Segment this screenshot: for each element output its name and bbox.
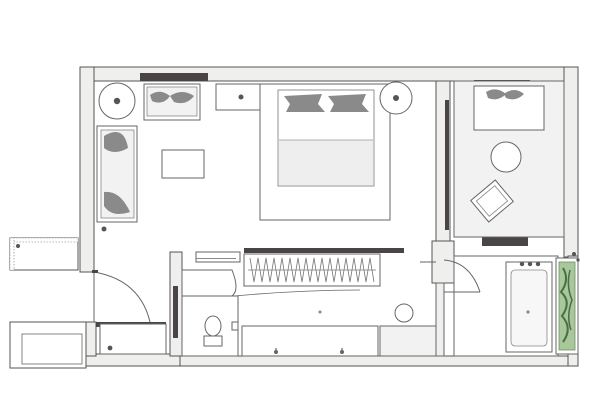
accent-wall-divider (445, 100, 449, 230)
misc-marks (196, 96, 247, 259)
bathroom (443, 255, 559, 357)
side-lamps (572, 252, 580, 262)
armchair (143, 83, 201, 121)
living-area (96, 82, 263, 232)
bathroom-arc (443, 259, 481, 293)
pillow-icon (150, 91, 170, 103)
tub-drain-icon (526, 310, 530, 314)
floor-drain-icon (318, 310, 322, 314)
bath-area (181, 261, 445, 357)
accent-top-left (140, 73, 208, 81)
sink-faucet-icon (340, 348, 344, 354)
corridor-curve (181, 269, 237, 297)
side-table-knob (238, 94, 244, 100)
bench-rail (9, 237, 15, 271)
sink-faucet-icon (274, 348, 278, 354)
entry (9, 237, 167, 369)
door-hinge (92, 270, 98, 273)
floor-lamp-dot (101, 226, 107, 232)
closet-shelf (195, 251, 241, 263)
desk-chair (470, 179, 514, 223)
reading-nook (453, 80, 565, 238)
toilet-tank (231, 321, 239, 331)
bench-dot (16, 244, 20, 248)
round-stool (394, 303, 414, 323)
room-arc (233, 289, 361, 297)
pillow-icon (328, 94, 369, 112)
bathtub-inner (510, 269, 548, 347)
bedroom-area (259, 81, 413, 221)
accent-closet-wall (244, 248, 404, 253)
bench-rail (9, 237, 79, 243)
sofa (96, 125, 138, 223)
pillow-icon (104, 191, 130, 214)
pillow-icon (486, 89, 506, 100)
bath-wall-right (435, 282, 445, 357)
planter (555, 257, 579, 355)
lamp-icon (98, 82, 136, 120)
coffee-table (161, 149, 205, 179)
pillow-icon (284, 94, 325, 112)
pillow-icon (104, 132, 128, 152)
vanity-counter (241, 325, 379, 357)
outside-bench-inner (21, 333, 83, 365)
pillow-icon (504, 90, 524, 100)
wall-bottom (179, 355, 579, 367)
accent-closet-left (173, 286, 178, 338)
bath-faucet-icon (519, 261, 541, 267)
outside-bench-top (9, 237, 79, 271)
lamp-icon (379, 81, 413, 115)
wall-left (79, 66, 95, 273)
toilet-icon (203, 315, 223, 347)
closet (195, 251, 381, 287)
entry-bench-knob (107, 345, 113, 351)
wall-right (563, 66, 579, 258)
vanity-panel (379, 325, 437, 357)
entry-door-arc (93, 271, 151, 323)
pillow-icon (170, 92, 194, 104)
bed-blanket (279, 140, 373, 185)
round-side-table (490, 141, 522, 173)
